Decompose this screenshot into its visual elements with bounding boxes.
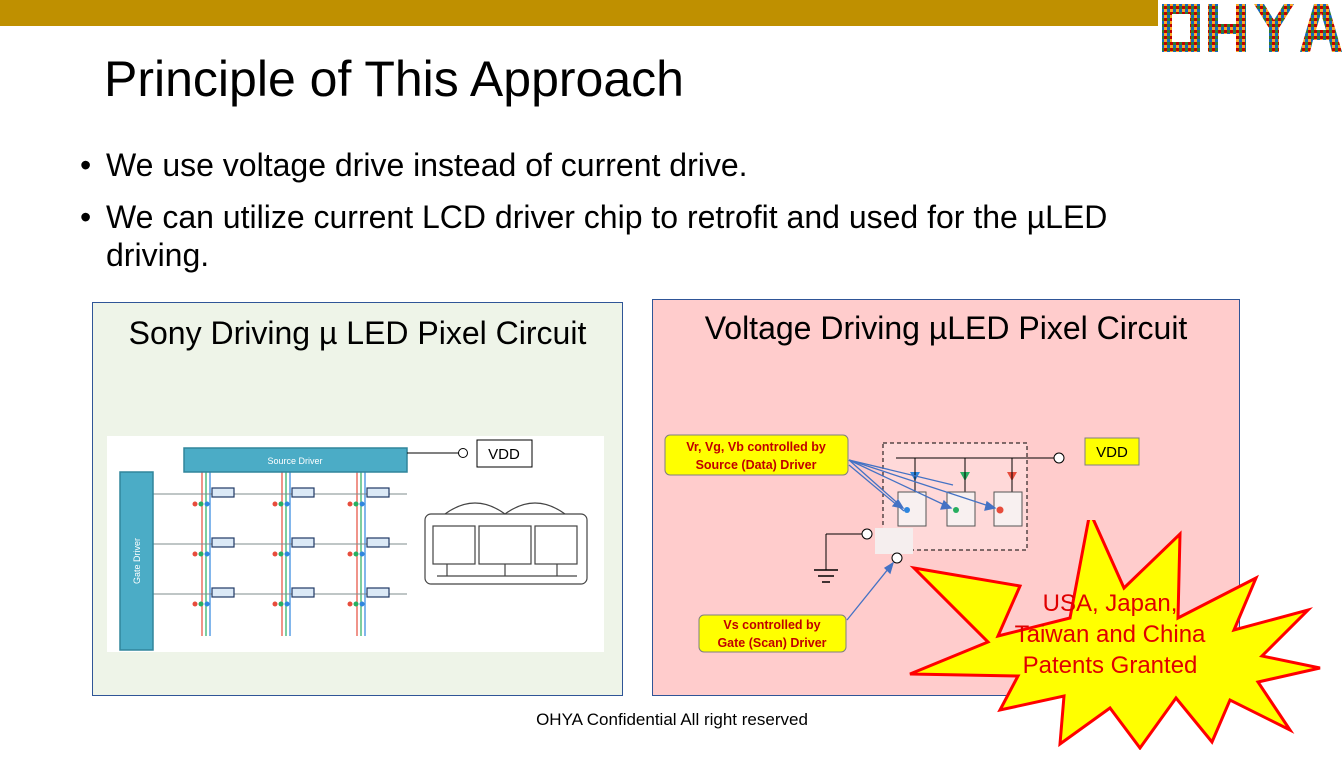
vdd-label: VDD: [1096, 444, 1128, 461]
gate-driver-label: Gate Driver: [132, 538, 142, 584]
voltage-circuit-panel: Voltage Driving µLED Pixel Circuit: [652, 299, 1240, 696]
bullet-marker: •: [80, 199, 92, 235]
pixel-cells: [211, 487, 390, 598]
data-driver-callout-line-1: Vr, Vg, Vb controlled by: [686, 440, 826, 454]
left-panel-title: Sony Driving µ LED Pixel Circuit: [128, 315, 587, 351]
vdd-box: [1084, 437, 1140, 466]
patents-line-2: Taiwan and China: [1014, 621, 1206, 648]
right-panel-title: Voltage Driving µLED Pixel Circuit: [704, 310, 1188, 346]
data-driver-callout: [664, 434, 849, 476]
ground-terminal: [861, 528, 873, 540]
circuit-schematic-detail: [424, 502, 588, 585]
vdd-box: [476, 439, 533, 468]
scan-lines: [152, 493, 407, 595]
slide-title: Principle of This Approach: [104, 51, 684, 107]
bullet-text: We can utilize current LCD driver chip t…: [106, 199, 1108, 235]
gate-driver-callout-line-1: Vs controlled by: [723, 618, 820, 632]
vs-terminal: [891, 552, 903, 564]
vdd-terminal: [1053, 452, 1065, 464]
bullet-text: We use voltage drive instead of current …: [106, 147, 748, 183]
gate-driver-bar: [119, 471, 154, 651]
gate-node-blue: [904, 507, 910, 513]
gate-driver-callout-line-2: Gate (Scan) Driver: [717, 636, 826, 650]
gate-driver-callout: [698, 614, 847, 653]
footer-text: OHYA Confidential All right reserved: [536, 710, 808, 729]
sony-pixel-circuit-diagram: Source Driver Gate Driver VDD: [107, 436, 604, 652]
led-dots: [192, 501, 365, 607]
vdd-terminal: [458, 448, 468, 458]
patents-line-3: Patents Granted: [1022, 652, 1198, 679]
data-driver-callout-line-2: Source (Data) Driver: [696, 458, 817, 472]
bullet-marker: •: [80, 147, 92, 183]
voltage-pixel-circuit-diagram: Vr, Vg, Vb controlled by Source (Data) D…: [664, 434, 1140, 653]
source-driver-label: Source Driver: [267, 456, 322, 466]
sony-circuit-panel: Sony Driving µ LED Pixel Circuit: [92, 302, 623, 696]
patents-text: USA, Japan, Taiwan and China Patents Gra…: [1000, 588, 1220, 681]
bullet-text-continuation: driving.: [106, 237, 210, 273]
source-driver-bar: [183, 447, 408, 473]
top-accent-bar: [0, 0, 1160, 26]
patents-starburst: [909, 520, 1321, 750]
control-arrows: [846, 459, 997, 621]
gate-node-green: [953, 507, 959, 513]
switch-transistor-block: [875, 528, 913, 554]
drive-transistors: [897, 491, 1023, 527]
gate-node-red: [996, 506, 1004, 514]
vdd-label: VDD: [488, 446, 520, 463]
ohya-logo: [1158, 0, 1344, 56]
patents-line-1: USA, Japan,: [1042, 590, 1178, 617]
